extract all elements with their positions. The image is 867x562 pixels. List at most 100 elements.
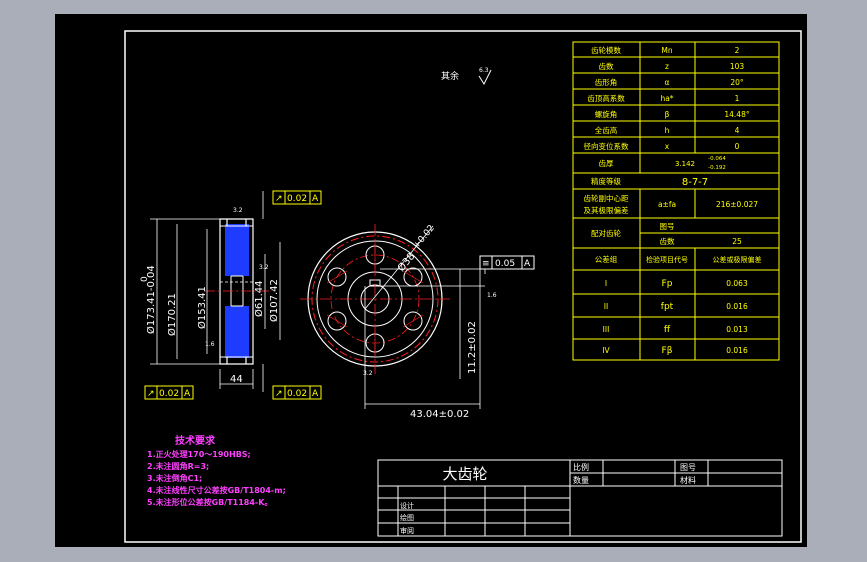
param-value: 4 [735,126,740,135]
param-symbol: Mn [661,46,672,55]
tech-note-item: 2.未注圆角R=3; [147,461,209,471]
param-name: 齿形角 [595,77,618,87]
material-label: 材料 [680,475,696,485]
gear-parameter-table [572,41,780,361]
roughness-value: 3.2 [259,264,269,271]
surface-note: 其余 6.3 [441,67,492,86]
dim-tip-diameter: Ø170.21 [166,293,178,336]
roughness-value: 3.2 [233,207,243,214]
runout-icon: ↗ [275,389,283,399]
part-name: 大齿轮 [442,465,487,483]
param-symbol: h [665,126,670,135]
tolerance-frame-bottom-right: ↗ 0.02 A [272,385,322,400]
title-block-text: 大齿轮 比例 数量 图号 材料 设计 绘图 审阅 [400,462,696,535]
tolerance-code: Fβ [662,346,673,356]
center-distance-label: 及其极限偏差 [584,205,629,215]
surface-note-value: 6.3 [479,67,489,74]
roughness-symbol-icon [478,69,492,86]
flatness-frame: ≡ 0.05 A [479,255,535,270]
precision-label: 精度等级 [591,176,621,186]
thickness-label: 齿厚 [599,159,614,168]
section-dimensions [150,191,281,392]
surface-note-text: 其余 [441,70,459,82]
tolerance-value: 0.016 [726,346,748,355]
runout-icon: ↗ [147,389,155,399]
section-outline [219,218,254,365]
precision-value: 8-7-7 [682,177,708,188]
param-name: 螺旋角 [595,109,618,119]
tech-note-item: 5.未注形位公差按GB/T1184-K。 [147,497,272,507]
front-dimensions [364,225,486,409]
center-distance-symbol: a±fa [658,200,676,209]
tech-note-item: 3.未注倒角C1; [147,473,202,483]
datum-letter: A [524,259,531,269]
param-name: 齿轮模数 [591,45,621,55]
param-name: 径向变位系数 [584,141,629,151]
center-distance-label: 齿轮副中心距 [584,193,629,203]
section-hatch-top [225,224,249,276]
designer-label: 设计 [400,501,414,510]
datum-letter: A [312,194,319,204]
dim-hub-diameter: Ø61.44 [253,281,265,318]
dim-keyway-width: 11.2±0.02 [467,321,478,374]
symmetry-icon: ≡ [482,259,490,269]
tolerance-group-header: 公差组 [595,254,618,264]
param-symbol: x [665,142,670,151]
drawing-frame [124,30,802,543]
section-hatch-bottom [225,306,249,358]
roughness-value: 1.6 [205,341,215,348]
param-name: 齿顶高系数 [587,93,625,103]
section-rim-lines [220,225,253,358]
param-value: 0 [735,142,740,151]
tolerance-group: II [604,302,608,311]
tolerance-value: 0.02 [287,389,307,399]
gear-section-view[interactable] [205,218,270,365]
gear-front-view[interactable] [300,224,450,374]
tolerance-value-header: 公差或极限偏差 [713,255,762,264]
center-distance-value: 216±0.027 [716,200,758,209]
param-symbol: z [665,62,669,71]
dim-bore-tolerance: +0.02 [412,223,437,251]
dim-outer-diameter: Ø173.41-0.04 [145,265,157,334]
gear-parameter-text: 齿轮模数 Mn 2 齿数 z 103 齿形角 α 20° 齿顶高系数 ha* 1… [584,45,762,356]
datum-letter: A [184,389,191,399]
front-dimension-text: Ø38 +0.02 43.04±0.02 11.2±0.02 1.6 3.2 [363,223,497,420]
param-name: 全齿高 [595,125,618,135]
datum-letter: A [312,389,319,399]
tech-note-item: 1.正火处理170～190HBS; [147,449,251,459]
mating-gear-label: 配对齿轮 [591,228,621,238]
tolerance-code: ff [664,325,671,335]
section-dimension-text: Ø173.41-0.04 0 Ø170.21 Ø153.41 Ø61.44 Ø1… [140,207,280,385]
dim-web-diameter: Ø107.42 [268,279,280,322]
tech-notes-title: 技术要求 [175,434,216,447]
param-symbol: ha* [660,94,673,103]
tolerance-code: Fp [662,279,673,289]
tolerance-value: 0.02 [159,389,179,399]
thickness-value: 3.142 [675,160,695,168]
mating-teeth-label: 齿数 [660,236,675,246]
tolerance-value: 0.016 [726,302,748,311]
param-value: 2 [735,46,740,55]
title-block [377,459,783,537]
mating-drawing-no: 图号 [660,222,675,231]
drafter-label: 绘图 [400,513,414,522]
drawing-number-label: 图号 [680,463,696,472]
checker-label: 审阅 [400,526,414,535]
param-symbol: α [665,78,670,87]
tolerance-value: 0.013 [726,325,748,334]
param-value: 14.48° [724,110,749,119]
tolerance-item-header: 检验项目代号 [646,255,688,264]
drawing-viewport[interactable]: 其余 6.3 齿轮模数 Mn 2 齿数 z [55,14,807,547]
param-value: 1 [735,94,740,103]
tolerance-group: IV [602,346,610,355]
dim-root-diameter: Ø153.41 [196,286,208,329]
dim-face-width: 44 [230,374,243,385]
tolerance-frame-bottom-left: ↗ 0.02 A [144,385,194,400]
runout-icon: ↗ [275,194,283,204]
quantity-label: 数量 [573,475,589,485]
dim-keyway-depth: 43.04±0.02 [410,409,469,420]
tolerance-value: 0.063 [726,279,748,288]
tolerance-value: 0.05 [495,259,515,269]
roughness-value: 3.2 [363,370,373,377]
tolerance-value: 0.02 [287,194,307,204]
